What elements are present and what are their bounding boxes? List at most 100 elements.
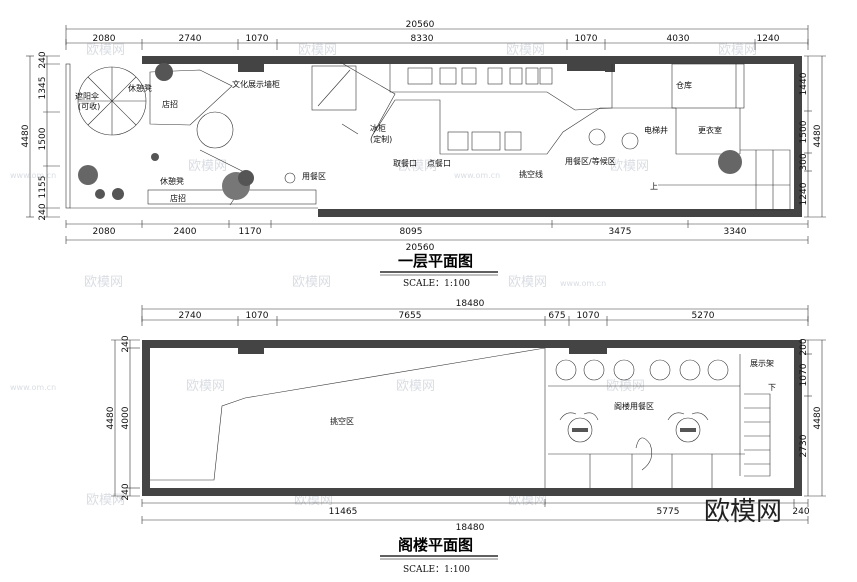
dim-bottom-segment: 5775 [657,507,680,517]
column [238,56,264,72]
label-display-rack: 展示架 [750,359,774,368]
top-wall [142,56,794,64]
dim-right-segment: 2730 [799,434,809,457]
watermark: 欧模网 [506,43,545,58]
dim-left-total: 4480 [21,124,31,147]
ground-floor-plan: 20560 2080 2740 1070 8330 1070 4030 1240 [21,20,826,289]
label-culture-wall: 文化展示墙柜 [232,79,280,89]
watermark: 欧模网 [396,379,435,394]
brand-watermark: 欧模网 [704,497,782,527]
dim-top-segment: 1070 [577,311,600,321]
dim-left-segment: 1155 [38,176,48,199]
plan-scale: SCALE：1:100 [403,279,470,289]
left-wall [142,340,150,496]
watermark-url: www.om.cn [560,279,606,288]
label-storage: 仓库 [676,80,692,90]
right-wall [794,56,802,217]
watermark: 欧模网 [606,379,645,394]
label-stair-up: 上 [650,182,658,191]
dim-top-segment: 675 [548,311,565,321]
label-bench-bottom: 休憩凳 [160,176,184,186]
dim-top-segment: 2740 [179,311,202,321]
dim-top-total: 20560 [406,20,435,30]
label-dining: 用餐区 [302,172,326,181]
dim-left-segment: 240 [121,483,131,500]
label-dining-wait: 用餐区/等候区 [565,156,616,166]
dim-right-segment: 200 [799,338,809,355]
watermark: 欧模网 [188,159,227,174]
dim-right-total: 4480 [813,406,823,429]
dim-top-segment: 1070 [246,311,269,321]
exterior-edge [65,63,71,209]
dim-bottom-segment: 2080 [93,227,116,237]
watermark: 欧模网 [298,43,337,58]
plan-scale: SCALE：1:100 [403,565,470,575]
label-void: 挑空区 [330,416,354,426]
dim-top-segment: 8330 [411,34,434,44]
bottom-wall [318,209,802,217]
watermark-url: www.om.cn [10,171,56,180]
label-loft-dining: 阁楼用餐区 [614,401,654,411]
ground-floor-linework [77,61,791,211]
right-wall [794,340,802,496]
bottom-wall [142,488,794,496]
label-sign-top: 店招 [162,99,178,109]
watermark-url: www.om.cn [454,171,500,180]
dim-right-total: 4480 [813,124,823,147]
watermark: 欧模网 [186,379,225,394]
watermark: 欧模网 [508,275,547,290]
dim-bottom-segment: 3340 [724,227,747,237]
plan-title: 阁楼平面图 [398,536,473,554]
dim-left-segment: 240 [121,335,131,352]
dim-bottom-total: 20560 [406,243,435,253]
watermark: 欧模网 [398,159,437,174]
top-wall [142,340,794,348]
dim-left-segment: 4000 [121,406,131,429]
loft-linework [150,347,771,488]
plan-title: 一层平面图 [398,252,473,270]
label-elevator: 电梯井 [644,125,668,135]
watermark: 欧模网 [610,159,649,174]
watermark-layer: 欧模网 欧模网 欧模网 欧模网 欧模网 欧模网 欧模网 欧模网 欧模网 欧模网 … [10,43,757,508]
watermark: 欧模网 [86,493,125,508]
watermark: 欧模网 [84,275,123,290]
dim-bottom-total: 18480 [456,523,485,533]
dim-top-segment: 4030 [667,34,690,44]
dim-top-segment: 2080 [93,34,116,44]
watermark-url: www.om.cn [10,383,56,392]
label-order: 点餐口 [427,159,451,168]
dim-top-segment: 7655 [399,311,422,321]
watermark: 欧模网 [86,43,125,58]
loft-plan: 18480 2740 1070 7655 675 1070 5270 240 4… [106,299,826,575]
dim-bottom-segment: 8095 [400,227,423,237]
dim-right-segment: 1240 [799,182,809,205]
column [238,340,264,354]
dim-left-segment: 1345 [38,77,48,100]
label-umbrella: 遮阳伞 [75,91,99,101]
label-pickup: 取餐口 [393,159,417,168]
dim-left-segment: 240 [38,203,48,220]
column [567,56,605,71]
watermark: 欧模网 [294,493,333,508]
watermark: 欧模网 [718,43,757,58]
dim-right-segment: 1440 [799,72,809,95]
column [605,62,615,72]
label-stair-down: 下 [768,383,776,392]
dim-left-total: 4480 [106,406,116,429]
dim-right-segment: 1070 [799,363,809,386]
dim-bottom-segment: 240 [792,507,809,517]
dim-top-segment: 1240 [757,34,780,44]
dim-top-total: 18480 [456,299,485,309]
dim-right-segment: 300 [799,153,809,170]
dim-bottom-segment: 11465 [329,507,358,517]
dim-top-segment: 2740 [179,34,202,44]
label-locker: 更衣室 [698,125,722,135]
dim-top-segment: 1070 [575,34,598,44]
dim-top-segment: 5270 [692,311,715,321]
dim-bottom-segment: 1170 [239,227,262,237]
dim-left-segment: 240 [38,51,48,68]
label-void-line: 挑空线 [519,169,543,179]
dim-bottom-segment: 2400 [174,227,197,237]
watermark: 欧模网 [508,493,547,508]
